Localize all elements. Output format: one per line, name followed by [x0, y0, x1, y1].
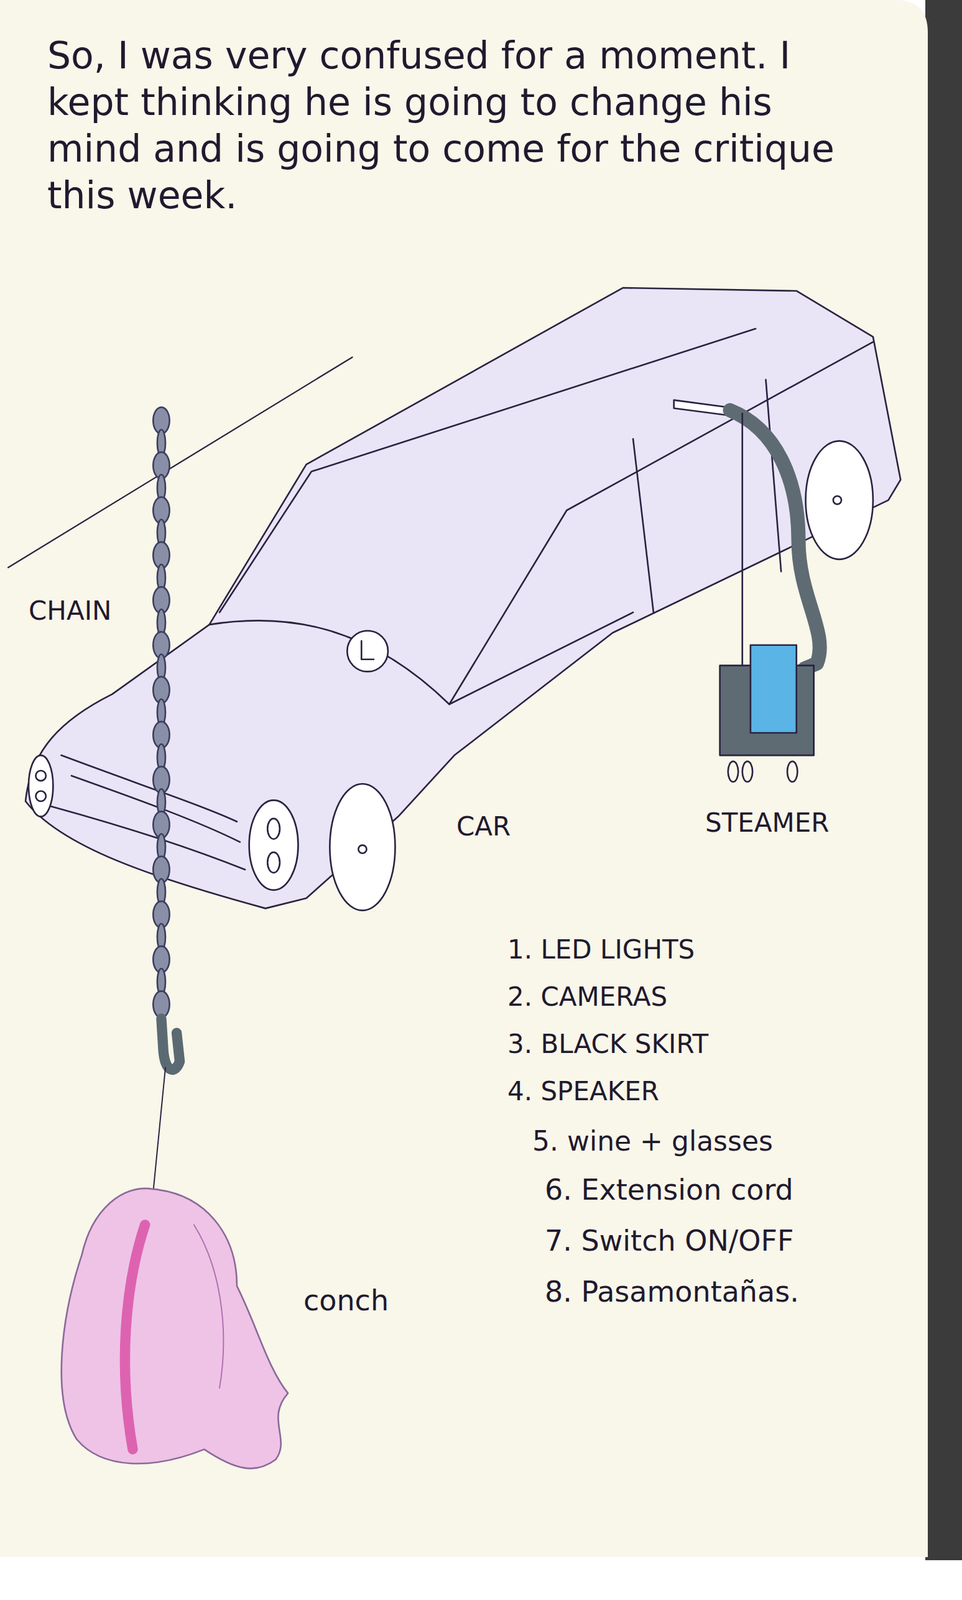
- steamer-wheel: [742, 761, 753, 783]
- car-grille: [61, 755, 237, 823]
- paper: [0, 0, 928, 1558]
- headlight: [267, 852, 280, 874]
- list-item: 3. BLACK SKIRT: [503, 1027, 713, 1063]
- headlight: [267, 818, 280, 840]
- part-label: STEAMER: [701, 805, 834, 842]
- list-item: 8. Pasamontañas.: [541, 1273, 803, 1313]
- car-line: [448, 342, 873, 705]
- steamer-tank: [750, 645, 797, 734]
- wheel: [805, 440, 874, 560]
- conch-shell: [61, 1188, 288, 1469]
- wheel: [358, 845, 367, 854]
- steamer-wheel: [728, 761, 739, 783]
- list-item: 7. Switch ON/OFF: [541, 1222, 798, 1262]
- list-item: 5. wine + glasses: [528, 1123, 777, 1160]
- car-line: [633, 439, 654, 613]
- chain: [152, 407, 170, 1018]
- car-grille: [50, 806, 246, 870]
- string: [152, 1068, 166, 1193]
- car-line: [766, 379, 782, 573]
- list-item: 6. Extension cord: [541, 1171, 798, 1211]
- car-line: [219, 328, 756, 613]
- fuel-cap: [361, 641, 374, 660]
- car-line: [209, 620, 450, 705]
- steamer-wheel: [787, 761, 798, 783]
- hook: [161, 1019, 180, 1071]
- car-line: [448, 612, 634, 705]
- headlight: [249, 800, 299, 890]
- steamer-hose: [730, 410, 820, 669]
- list-item: 2. CAMERAS: [503, 980, 671, 1016]
- list-item: 4. SPEAKER: [503, 1074, 663, 1110]
- headlight: [35, 771, 46, 782]
- part-label: CAR: [452, 809, 515, 846]
- car-body: [25, 287, 901, 909]
- headlight: [28, 755, 53, 818]
- notebook-edge: [925, 0, 962, 1561]
- conch-line: [194, 1225, 224, 1389]
- part-label: CHAIN: [24, 593, 116, 630]
- headlight: [35, 791, 46, 802]
- wheel: [833, 496, 842, 505]
- conch-stripe: [124, 1225, 145, 1450]
- handwritten-note: So, I was very confused for a moment. I …: [43, 31, 872, 221]
- wheel: [329, 784, 395, 912]
- list-item: 1. LED LIGHTS: [503, 932, 699, 969]
- part-label: conch: [299, 1282, 393, 1321]
- fuel-cap: [346, 631, 389, 673]
- steamer-cord: [741, 413, 744, 670]
